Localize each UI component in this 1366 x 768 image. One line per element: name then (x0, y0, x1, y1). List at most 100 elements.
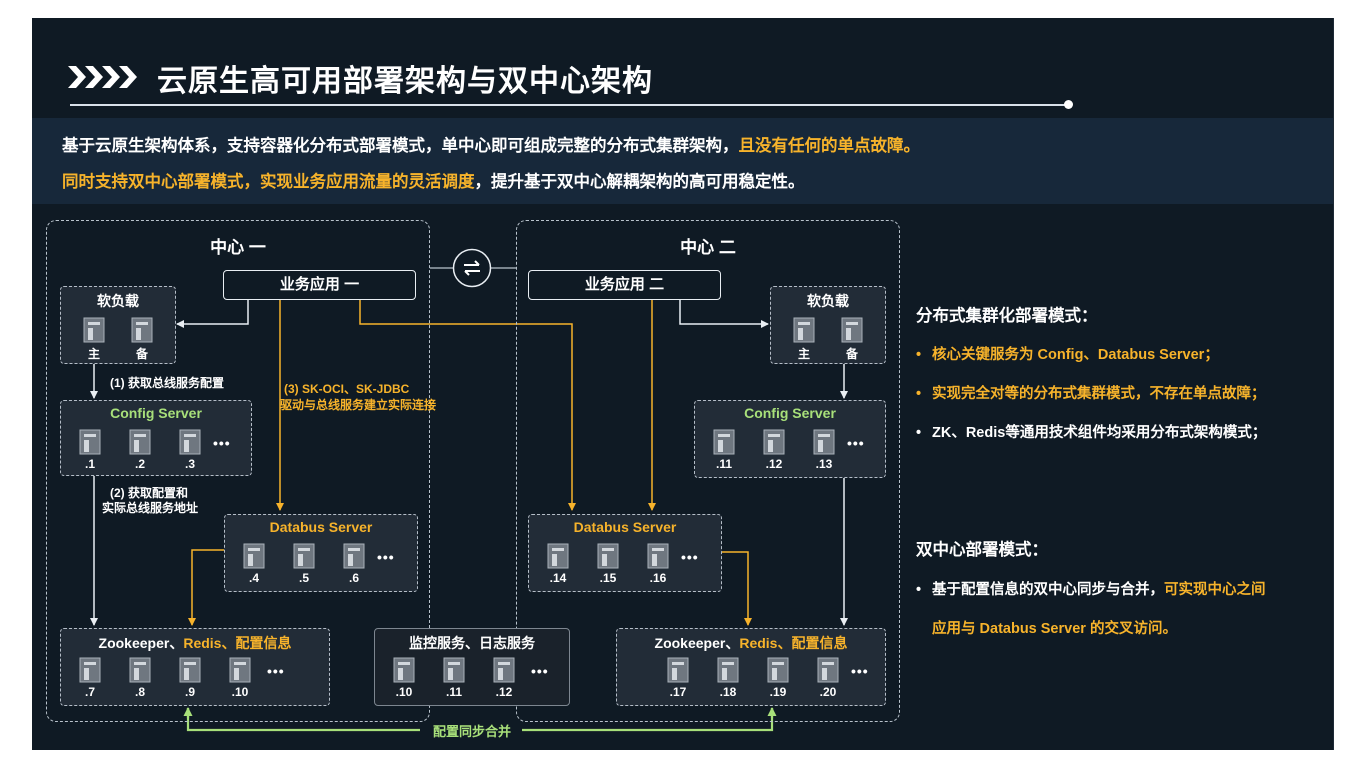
node-label: .9 (184, 685, 195, 699)
section-1-item-1-text: 核心关键服务为 Config、Databus Server； (932, 347, 1219, 363)
server-icon (229, 657, 251, 683)
node-label: .7 (84, 685, 95, 699)
databus-server-2-title: Databus Server (573, 519, 677, 535)
node-label: .6 (348, 571, 359, 585)
title-divider (70, 104, 1070, 106)
databus1-to-zk1-arrow (188, 549, 224, 626)
swap-icon (452, 248, 492, 288)
config-server-1[interactable]: Config Server ••• .1 .2 .3 (60, 400, 252, 476)
section-1-item-2: •实现完全对等的分布式集群模式，不存在单点故障； (916, 382, 1266, 403)
zookeeper-cluster-2[interactable]: Zookeeper、Redis、配置信息 ••• .17 .18 .19 .20 (616, 628, 886, 706)
databus-server-1-title: Databus Server (269, 519, 373, 535)
server-icon (717, 657, 739, 683)
step-1-label: (1) 获取总线服务配置 (110, 376, 225, 390)
section-1-heading: 分布式集群化部署模式： (916, 307, 1098, 325)
server-icon (129, 657, 151, 683)
chevrons-icon (68, 66, 137, 88)
server-icon (79, 429, 101, 455)
section-2-item-line-1: •基于配置信息的双中心同步与合并，可实现中心之间 (916, 578, 1266, 599)
server-icon (243, 543, 265, 569)
slide-canvas: 云原生高可用部署架构与双中心架构 基于云原生架构体系，支持容器化分布式部署模式，… (32, 18, 1334, 750)
load-balancer-1[interactable]: 软负载 主 备 (60, 286, 176, 364)
server-icon (83, 317, 105, 343)
node-label: .18 (719, 685, 737, 699)
server-icon (647, 543, 669, 569)
node-label: .12 (495, 685, 513, 699)
intro-line-1-text: 基于云原生架构体系，支持容器化分布式部署模式，单中心即可组成完整的分布式集群架构… (62, 137, 739, 155)
server-icon (841, 317, 863, 343)
section-2-item-text-b: 可实现中心之间 (1164, 582, 1266, 598)
server-icon (293, 543, 315, 569)
center-1-frame: 中心 一 (46, 220, 430, 722)
node-label: .12 (765, 457, 783, 471)
section-1-item-3-text: ZK、Redis等通用技术组件均采用分布式架构模式； (932, 425, 1267, 441)
zookeeper-cluster-1[interactable]: Zookeeper、Redis、配置信息 ••• .7 .8 .9 .10 (60, 628, 330, 706)
node-label: .4 (248, 571, 259, 585)
server-icon (767, 657, 789, 683)
node-label: .2 (134, 457, 145, 471)
right-margin (1334, 18, 1366, 750)
monitor-log-services[interactable]: 监控服务、日志服务 ••• .10 .11 .12 (374, 628, 570, 706)
databus2-to-zk2-arrow (720, 551, 752, 626)
bullet-1: • (916, 347, 922, 363)
server-icon (667, 657, 689, 683)
sync-merge-label: 配置同步合并 (432, 724, 511, 739)
more-nodes-ellipsis: ••• (531, 663, 549, 679)
more-nodes-ellipsis: ••• (851, 663, 869, 679)
node-label: .5 (298, 571, 309, 585)
node-label: .17 (669, 685, 687, 699)
lb1-primary-label: 主 (87, 347, 100, 361)
databus-server-1[interactable]: Databus Server ••• .4 .5 .6 (224, 514, 418, 592)
step-3-label-line-1: (3) SK-OCI、SK-JDBC (284, 382, 410, 396)
zk2-title-redis: Redis、 (739, 635, 792, 651)
intro-line-2-text: ，提升基于双中心解耦架构的高可用稳定性。 (474, 173, 805, 191)
intro-line-2-highlight: 同时支持双中心部署模式，实现业务应用流量的灵活调度 (62, 173, 475, 191)
diagram-connectors (90, 267, 848, 732)
app2-to-lb2-arrow (679, 300, 769, 328)
node-label: .3 (184, 457, 195, 471)
section-2-item-text-a: 基于配置信息的双中心同步与合并， (932, 582, 1164, 598)
section-1-item-1: • 核心关键服务为 Config、Databus Server； (916, 343, 1219, 364)
node-label: .20 (819, 685, 837, 699)
config-server-1-title: Config Server (110, 405, 202, 421)
app1-to-databus2-arrow (359, 300, 576, 511)
config-server-2-title: Config Server (744, 405, 836, 421)
config-server-2[interactable]: Config Server ••• .11 .12 .13 (694, 400, 886, 478)
server-icon (179, 429, 201, 455)
center-1-title: 中心 一 (210, 238, 266, 257)
monitor-log-title: 监控服务、日志服务 (409, 635, 535, 651)
server-icon (343, 543, 365, 569)
section-2-item-line-2: 应用与 Databus Server 的交叉访问。 (932, 621, 1177, 637)
business-app-2[interactable]: 业务应用 二 (528, 270, 721, 300)
server-icon (493, 657, 515, 683)
intro-band (32, 118, 1334, 204)
zookeeper-cluster-1-title: Zookeeper、Redis、配置信息 (61, 633, 329, 653)
server-icon (79, 657, 101, 683)
server-icon (443, 657, 465, 683)
node-label: .10 (395, 685, 413, 699)
lb2-backup-label: 备 (845, 347, 858, 361)
intro-line-2: 同时支持双中心部署模式，实现业务应用流量的灵活调度，提升基于双中心解耦架构的高可… (62, 168, 805, 192)
databus-server-2[interactable]: Databus Server ••• .14 .15 .16 (528, 514, 722, 592)
step-2-label-line-1: (2) 获取配置和 (110, 486, 189, 500)
node-label: .8 (134, 685, 145, 699)
more-nodes-ellipsis: ••• (213, 435, 231, 451)
more-nodes-ellipsis: ••• (377, 549, 395, 565)
server-icon (793, 317, 815, 343)
intro-line-1: 基于云原生架构体系，支持容器化分布式部署模式，单中心即可组成完整的分布式集群架构… (62, 132, 920, 156)
server-icon (393, 657, 415, 683)
server-icon (713, 429, 735, 455)
node-label: .11 (445, 685, 463, 699)
intro-line-1-highlight: 且没有任何的单点故障。 (738, 137, 921, 155)
server-icon (179, 657, 201, 683)
more-nodes-ellipsis: ••• (847, 435, 865, 451)
load-balancer-2[interactable]: 软负载 主 备 (770, 286, 886, 364)
zk2-title-zookeeper: Zookeeper、 (654, 635, 740, 651)
more-nodes-ellipsis: ••• (681, 549, 699, 565)
business-app-1[interactable]: 业务应用 一 (223, 270, 416, 300)
server-icon (547, 543, 569, 569)
lb1-backup-label: 备 (135, 347, 148, 361)
step-2-label-line-2: 实际总线服务地址 (102, 501, 199, 515)
section-2-heading: 双中心部署模式： (916, 541, 1048, 559)
node-label: .11 (715, 457, 733, 471)
